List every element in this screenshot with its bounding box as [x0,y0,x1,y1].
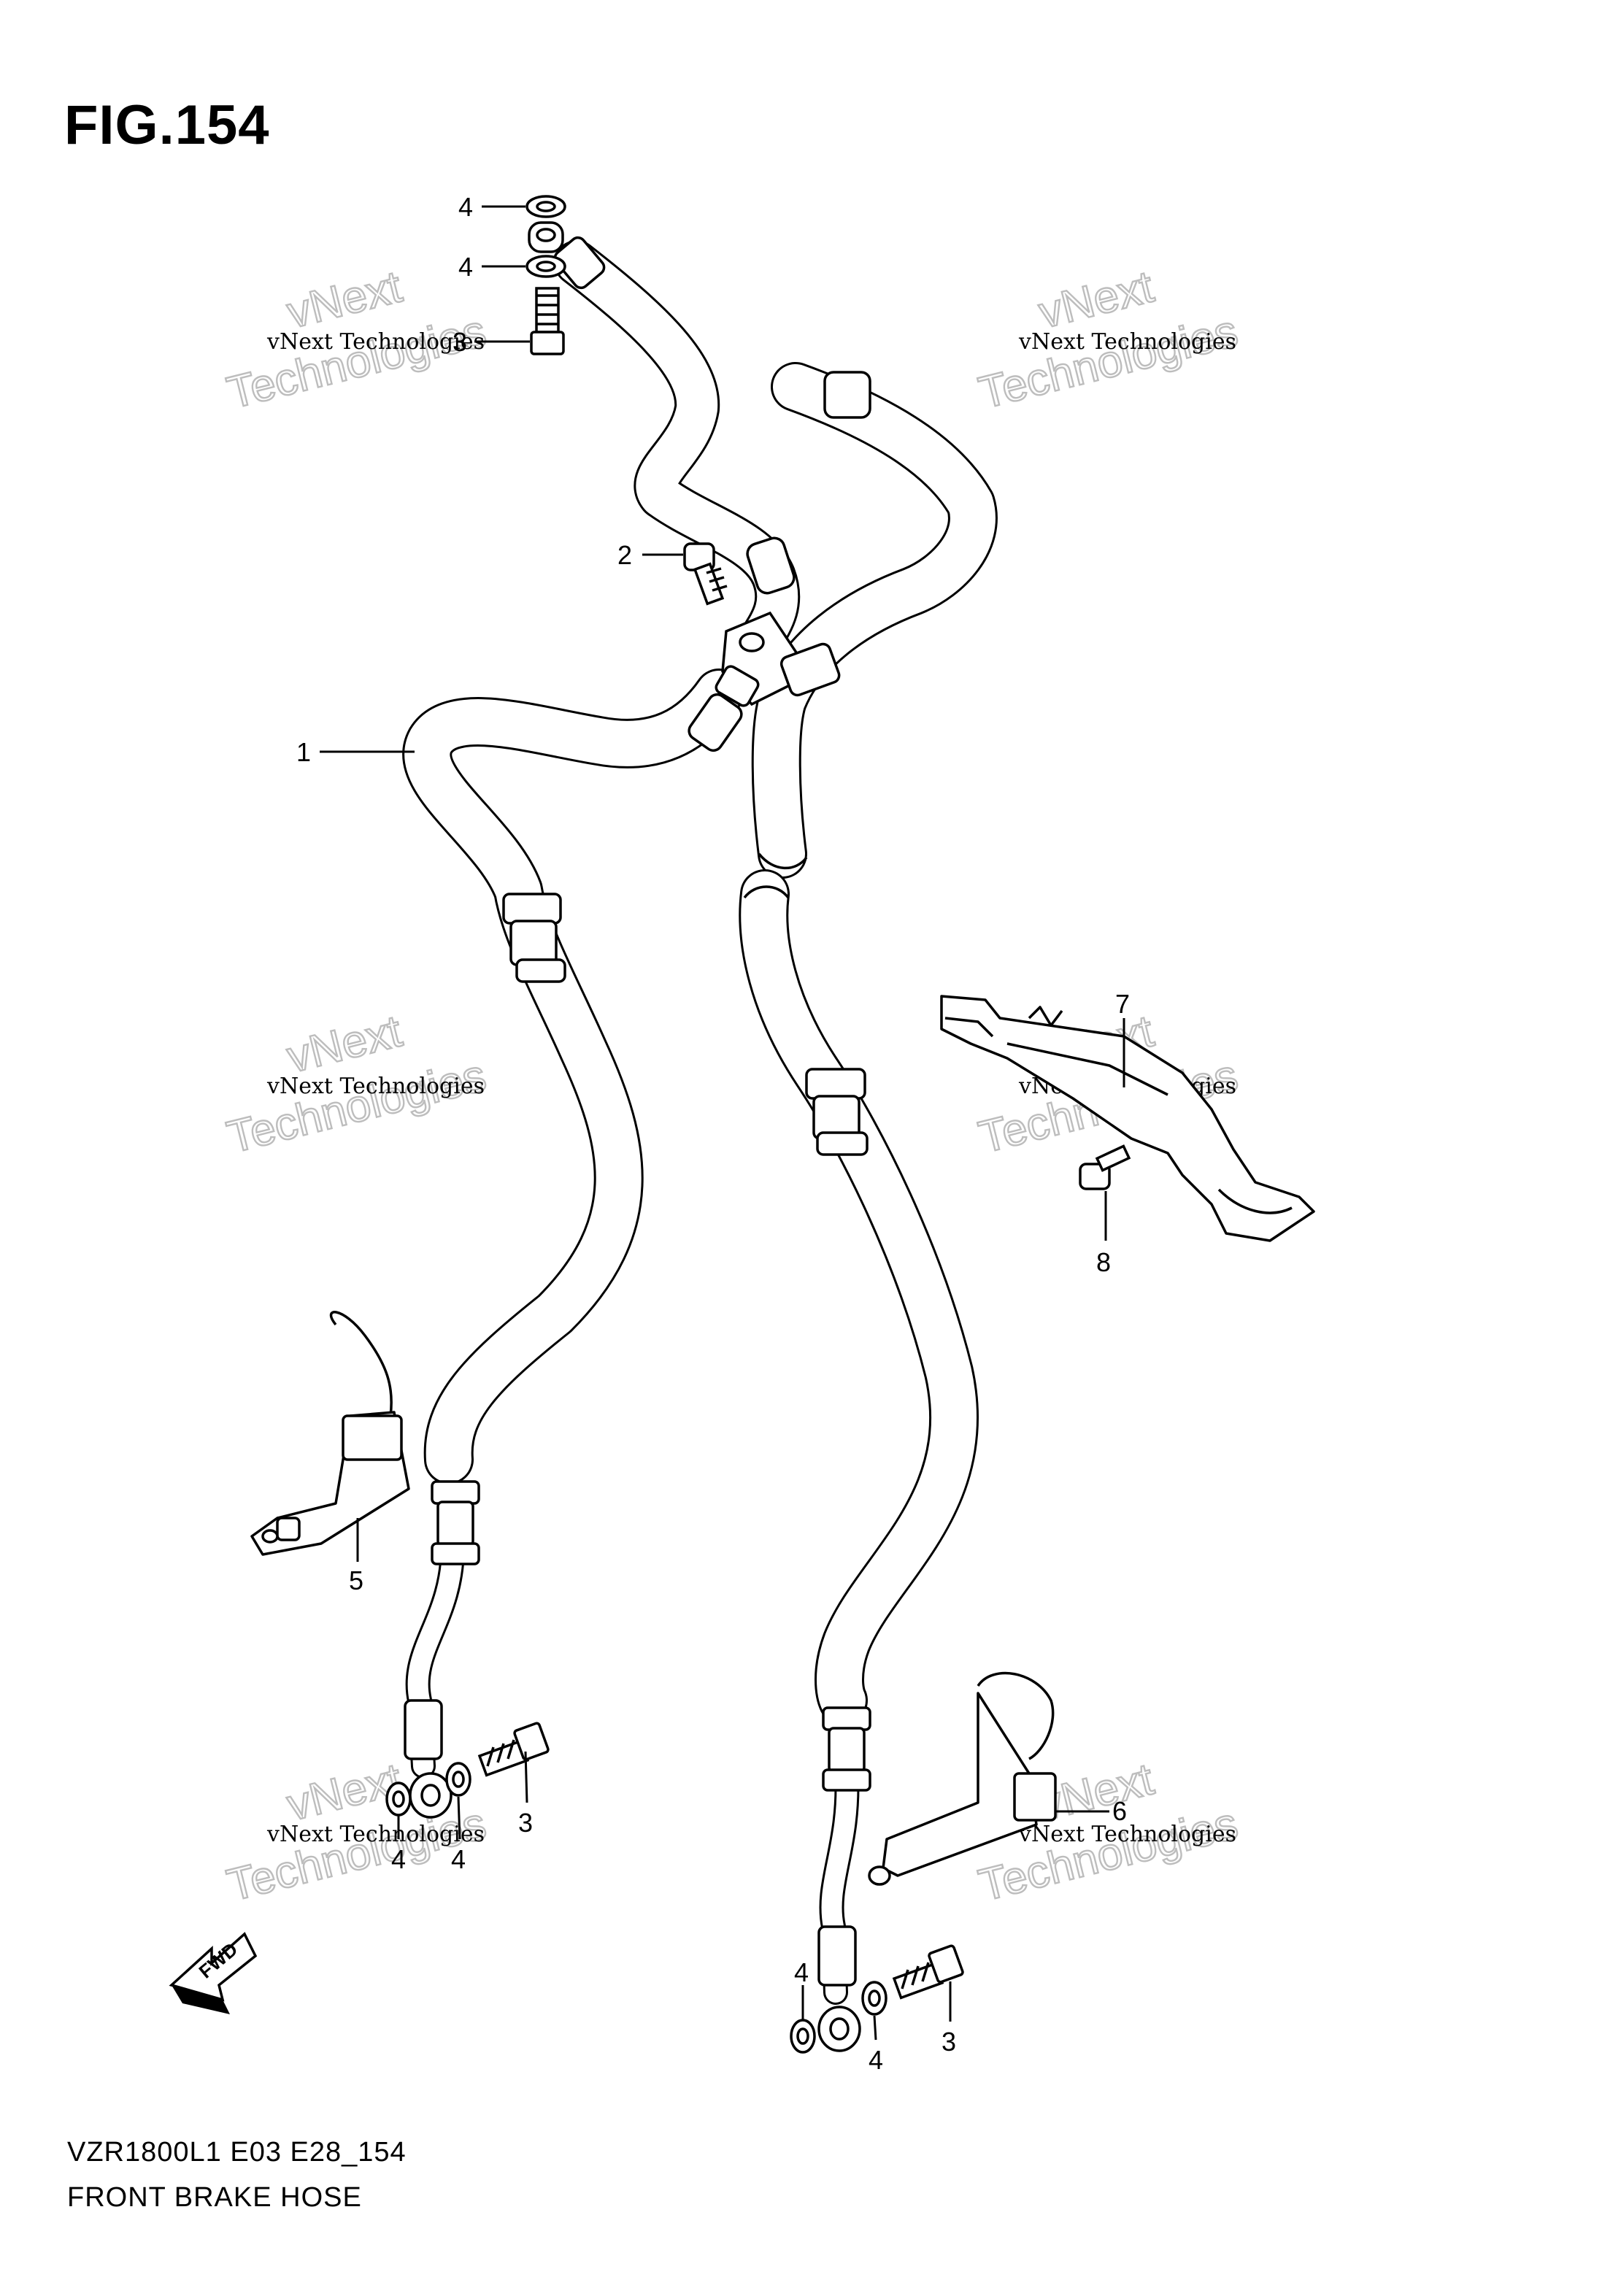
watermark-text: vNext Technologies [266,1074,485,1099]
watermark-text: vNext Technologies [1018,329,1236,355]
joint-bolt [683,542,728,606]
three-way-joint [715,611,841,707]
washer-top-lower [525,255,566,278]
callout-union-bolt-left: 3 [518,1808,533,1838]
figure-title: FIG.154 [64,94,270,156]
model-code: VZR1800L1 E03 E28_154 [67,2137,407,2168]
washer-right-a [790,2019,816,2054]
right-pipe-nut [817,1925,857,1987]
watermark-text: vNext Technologies [266,1822,485,1847]
leader-line-3-left [524,1751,528,1803]
right-hose-break-upper [758,852,808,870]
left-hose-clamp [250,1311,410,1556]
callout-hose-guide: 7 [1115,989,1130,1019]
watermark-big-vnext: vNext [1034,261,1158,338]
callout-brake-hose: 1 [296,737,311,767]
left-hose-lower-fitting [431,1480,480,1565]
callout-washer-left: 4 [451,1844,466,1874]
upper-hose-end-fitting [553,236,606,290]
right-hose-break-lower [743,885,790,899]
leader-line-4-left [457,1796,461,1840]
left-banjo-fitting [409,1772,453,1819]
callout-guide-bolt: 8 [1096,1247,1111,1277]
watermark-big-vnext: vNext [282,1006,407,1082]
right-hose-lower-fitting [822,1706,871,1792]
washer-left-a [385,1781,412,1817]
right-hose-grommet [805,1068,869,1156]
callout-washer-top-upper: 4 [458,192,473,222]
leader-line-4-right-b [873,2015,877,2041]
washer-top-upper [525,195,566,218]
forward-direction-arrow: FWD [169,1932,258,2014]
callout-union-bolt-top: 3 [453,327,467,357]
callout-right-clamp: 6 [1112,1796,1127,1826]
right-hose-top-fitting [823,371,871,419]
callout-union-bolt-right: 3 [942,2027,956,2057]
watermark-mid-left: vNext Technologies vNext Technologies [221,1005,491,1164]
watermark-text: vNext Technologies [1018,1822,1236,1847]
callout-left-clamp: 5 [349,1565,363,1595]
left-hose-top-fitting [688,693,743,752]
callout-washer-right-b: 4 [869,2045,883,2075]
guide-bolt [1079,1144,1131,1190]
callout-washer-left-b: 4 [391,1844,406,1874]
upper-hose-joint-fitting [746,536,796,595]
left-hose-grommet [502,893,566,983]
diagram-name: FRONT BRAKE HOSE [67,2182,362,2213]
right-banjo-fitting [817,2006,861,2052]
callout-washer-top-lower: 4 [458,252,473,282]
union-bolt-right [892,1944,964,2000]
watermark-big-vnext: vNext [282,261,407,338]
callout-washer-right: 4 [794,1957,809,1987]
hose-guide [940,995,1315,1242]
union-bolt-left [477,1722,550,1777]
watermark-text: vNext Technologies [266,329,485,355]
watermark-top-right: vNext Technologies vNext Technologies [973,261,1243,420]
washer-right-b [861,1981,887,2016]
left-pipe-nut [404,1699,443,1760]
union-bolt-top [530,287,565,355]
callout-joint-bolt: 2 [617,540,632,570]
washer-left-b [445,1762,471,1797]
watermark-top-left: vNext Technologies vNext Technologies [221,261,491,420]
right-hose-clamp [868,1671,1057,1886]
banjo-fitting-top [528,221,564,253]
